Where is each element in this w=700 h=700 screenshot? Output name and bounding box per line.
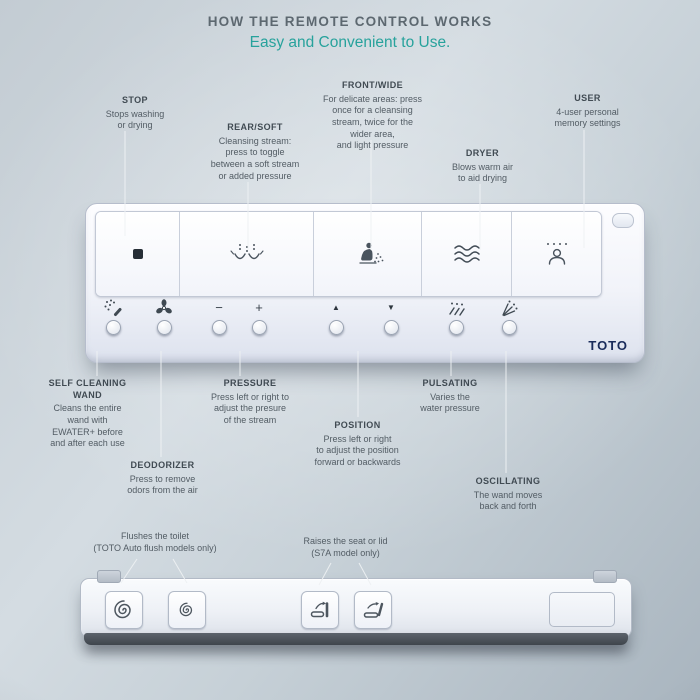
deodorizer-key[interactable] — [156, 320, 172, 335]
toto-logo: TOTO — [588, 338, 628, 353]
callout-title-self-cleaning-wand: SELF CLEANING WAND — [48, 378, 127, 400]
page-title: HOW THE REMOTE CONTROL WORKS — [207, 14, 493, 29]
pressure-increase-key[interactable] — [251, 320, 267, 335]
lid-raise-icon — [363, 602, 384, 618]
callout-text-pulsating: Varies the water pressure — [420, 391, 480, 414]
fan-icon — [156, 299, 172, 314]
callout-text-pressure: Press left or right to adjust the presur… — [210, 391, 290, 426]
side-knob-left — [97, 570, 121, 583]
deodorizer-button[interactable] — [152, 299, 176, 335]
pulsating-spray-icon — [449, 302, 465, 316]
callout-text-stop: Stops washing or drying — [105, 108, 165, 131]
callout-text-user: 4-user personal memory settings — [554, 106, 621, 129]
pressure-decrease-button[interactable]: − — [207, 299, 231, 335]
main-button-row — [95, 211, 602, 297]
callout-text-front-wide: For delicate areas: press once for a cle… — [322, 93, 423, 151]
lid-raise-button[interactable] — [354, 591, 392, 629]
flush-swirl-icon — [114, 600, 131, 619]
position-forward-button[interactable]: ▲ — [324, 299, 348, 335]
down-triangle-icon: ▼ — [387, 303, 395, 312]
dryer-button[interactable] — [421, 212, 511, 296]
flush-full-button[interactable] — [105, 591, 143, 629]
callout-text-seat-lid: Raises the seat or lid (S7A model only) — [303, 536, 388, 558]
rear-cleansing-spray-icon — [229, 244, 264, 260]
seat-raise-icon — [310, 601, 329, 618]
callout-dryer: DRYER Blows warm air to aid drying — [420, 148, 545, 185]
user-button[interactable] — [511, 212, 601, 296]
callout-title-oscillating: OSCILLATING — [475, 476, 541, 486]
callout-title-stop: STOP — [122, 95, 148, 105]
callout-title-position: POSITION — [334, 420, 381, 430]
callout-title-deodorizer: DEODORIZER — [130, 460, 195, 470]
side-knob-right — [593, 570, 617, 583]
up-triangle-icon: ▲ — [332, 303, 340, 312]
callout-text-flush: Flushes the toilet (TOTO Auto flush mode… — [93, 531, 217, 553]
flush-eco-button[interactable] — [168, 591, 206, 629]
callout-title-rear-soft: REAR/SOFT — [227, 122, 283, 132]
position-backward-key[interactable] — [383, 320, 399, 335]
callout-front-wide: FRONT/WIDE For delicate areas: press onc… — [295, 80, 450, 152]
callout-self-cleaning-wand: SELF CLEANING WAND Cleans the entire wan… — [25, 378, 150, 450]
callout-user: USER 4-user personal memory settings — [525, 93, 650, 130]
callout-title-dryer: DRYER — [465, 148, 500, 158]
side-blank-panel — [549, 592, 615, 627]
callout-deodorizer: DEODORIZER Press to remove odors from th… — [100, 460, 225, 497]
stop-square-icon — [132, 249, 143, 259]
plus-icon: + — [255, 300, 263, 315]
callout-text-oscillating: The wand moves back and forth — [473, 489, 543, 512]
stop-button[interactable] — [96, 212, 179, 296]
callout-text-deodorizer: Press to remove odors from the air — [127, 473, 198, 496]
position-forward-key[interactable] — [328, 320, 344, 335]
callout-rear-soft: REAR/SOFT Cleansing stream: press to tog… — [185, 122, 325, 182]
user-person-icon — [546, 243, 567, 265]
callout-title-pressure: PRESSURE — [223, 378, 277, 388]
callout-stop: STOP Stops washing or drying — [75, 95, 195, 132]
oscillating-spray-icon — [502, 300, 518, 317]
callout-text-dryer: Blows warm air to aid drying — [451, 161, 513, 184]
flush-swirl-small-icon — [179, 602, 193, 617]
position-backward-button[interactable]: ▼ — [379, 299, 403, 335]
rear-soft-button[interactable] — [179, 212, 313, 296]
wand-spray-icon — [104, 299, 122, 316]
main-remote-body: − + ▲ ▼ — [85, 203, 645, 363]
pressure-decrease-key[interactable] — [211, 320, 227, 335]
page-subtitle: Easy and Convenient to Use. — [249, 34, 451, 51]
callout-seat-lid: Raises the seat or lid (S7A model only) — [278, 536, 413, 559]
power-button[interactable] — [612, 213, 634, 228]
oscillating-key[interactable] — [501, 320, 517, 335]
callout-title-user: USER — [574, 93, 601, 103]
callout-flush: Flushes the toilet (TOTO Auto flush mode… — [70, 531, 240, 554]
pulsating-button[interactable] — [444, 299, 468, 335]
callout-title-pulsating: PULSATING — [422, 378, 478, 388]
page-header: HOW THE REMOTE CONTROL WORKS Easy and Co… — [0, 14, 700, 52]
callout-position: POSITION Press left or right to adjust t… — [295, 420, 420, 469]
callout-title-front-wide: FRONT/WIDE — [342, 80, 403, 90]
dryer-waves-icon — [453, 245, 480, 263]
side-remote-base — [84, 633, 628, 645]
minus-icon: − — [215, 300, 223, 315]
pressure-increase-button[interactable]: + — [247, 299, 271, 335]
self-cleaning-wand-button[interactable] — [101, 299, 125, 335]
callout-text-rear-soft: Cleansing stream: press to toggle betwee… — [210, 135, 300, 181]
seat-raise-button[interactable] — [301, 591, 339, 629]
callout-pressure: PRESSURE Press left or right to adjust t… — [190, 378, 310, 427]
callout-text-position: Press left or right to adjust the positi… — [314, 433, 401, 468]
pulsating-key[interactable] — [448, 320, 464, 335]
self-cleaning-wand-key[interactable] — [105, 320, 121, 335]
oscillating-button[interactable] — [497, 299, 521, 335]
callout-pulsating: PULSATING Varies the water pressure — [400, 378, 500, 415]
callout-text-self-cleaning-wand: Cleans the entire wand with EWATER+ befo… — [50, 403, 125, 449]
front-wide-button[interactable] — [313, 212, 421, 296]
front-wide-spray-icon — [358, 242, 383, 264]
side-remote-body — [80, 570, 632, 645]
callout-oscillating: OSCILLATING The wand moves back and fort… — [448, 476, 568, 513]
